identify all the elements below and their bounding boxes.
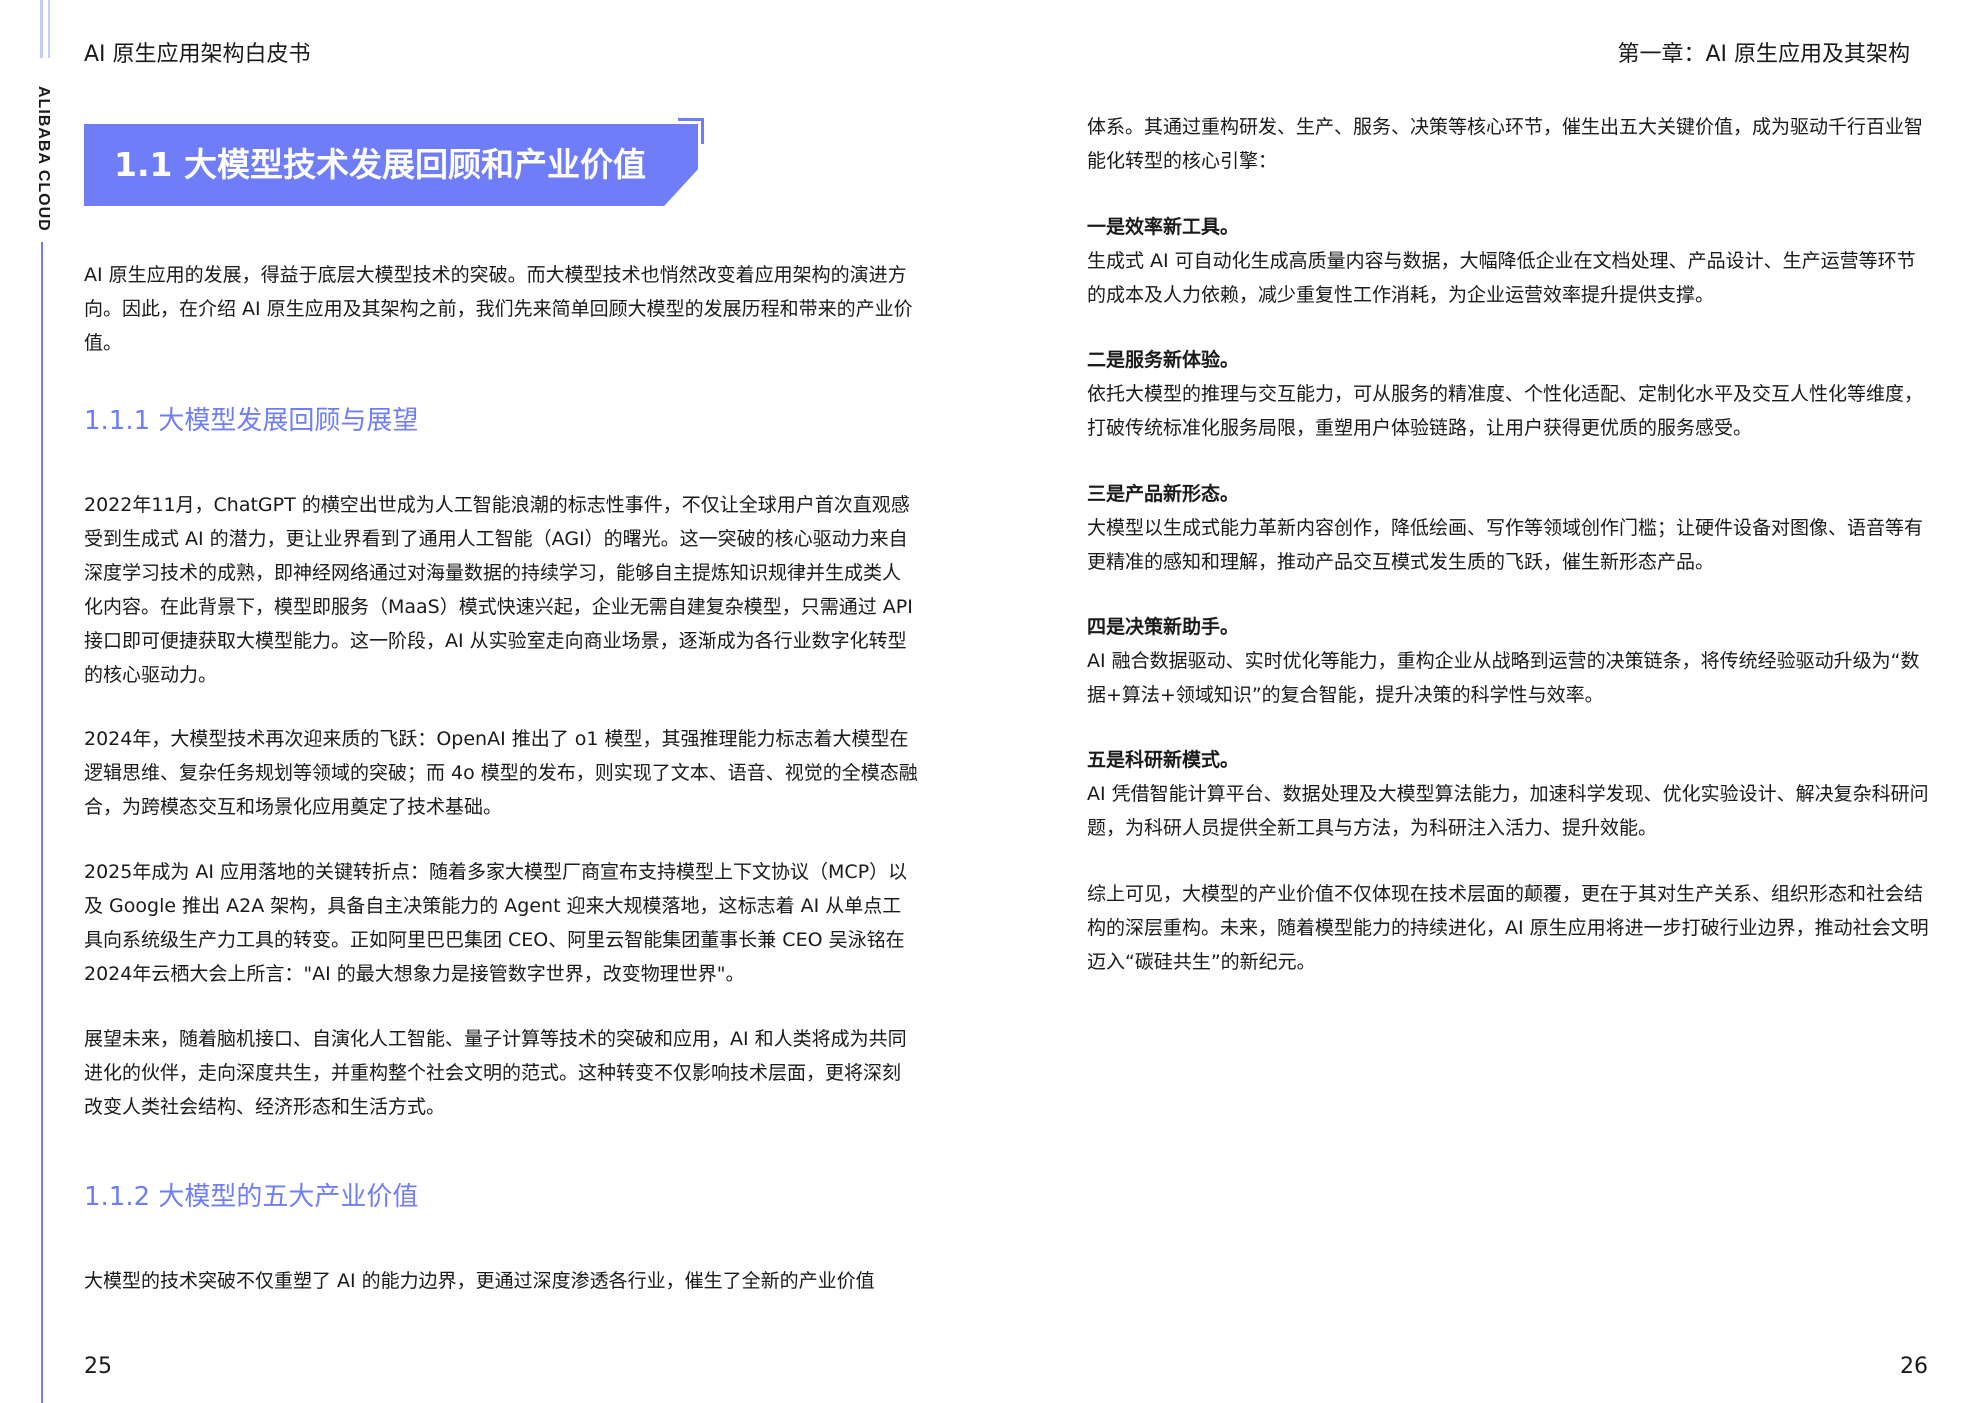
page-number-left: 25 — [84, 1354, 112, 1379]
value-heading: 四是决策新助手。 — [1087, 616, 1240, 638]
sub2-intro: 大模型的技术突破不仅重塑了 AI 的能力边界，更通过深度渗透各行业，催生了全新的… — [84, 1270, 875, 1292]
section-intro: AI 原生应用的发展，得益于底层大模型技术的突破。而大模型技术也悄然改变着应用架… — [84, 264, 913, 354]
value-body: 大模型以生成式能力革新内容创作，降低绘画、写作等领域创作门槛；让硬件设备对图像、… — [1087, 517, 1924, 573]
value-heading: 三是产品新形态。 — [1087, 483, 1240, 505]
side-accent-line — [41, 242, 43, 1403]
sub1-paragraph-1: 2022年11月，ChatGPT 的横空出世成为人工智能浪潮的标志性事件，不仅让… — [84, 494, 913, 686]
side-accent-line-top-inner — [48, 0, 50, 58]
value-heading: 五是科研新模式。 — [1087, 749, 1240, 771]
page-number-right: 26 — [1900, 1354, 1928, 1379]
subsection-title-1: 1.1.1 大模型发展回顾与展望 — [84, 406, 419, 436]
sub1-paragraph-3: 2025年成为 AI 应用落地的关键转折点：随着多家大模型厂商宣布支持模型上下文… — [84, 861, 908, 985]
subsection-title-2: 1.1.2 大模型的五大产业价值 — [84, 1182, 419, 1212]
value-body: AI 凭借智能计算平台、数据处理及大模型算法能力，加速科学发现、优化实验设计、解… — [1087, 783, 1929, 839]
conclusion-paragraph: 综上可见，大模型的产业价值不仅体现在技术层面的颠覆，更在于其对生产关系、组织形态… — [1087, 883, 1929, 973]
value-item: 四是决策新助手。 AI 融合数据驱动、实时优化等能力，重构企业从战略到运营的决策… — [1087, 610, 1932, 712]
value-body: 依托大模型的推理与交互能力，可从服务的精准度、个性化适配、定制化水平及交互人性化… — [1087, 383, 1924, 439]
sub1-paragraph-4: 展望未来，随着脑机接口、自演化人工智能、量子计算等技术的突破和应用，AI 和人类… — [84, 1028, 907, 1118]
value-item: 三是产品新形态。 大模型以生成式能力革新内容创作，降低绘画、写作等领域创作门槛；… — [1087, 477, 1932, 579]
side-accent-line-top — [40, 0, 43, 58]
value-heading: 二是服务新体验。 — [1087, 349, 1240, 371]
value-item: 二是服务新体验。 依托大模型的推理与交互能力，可从服务的精准度、个性化适配、定制… — [1087, 343, 1932, 445]
value-item: 五是科研新模式。 AI 凭借智能计算平台、数据处理及大模型算法能力，加速科学发现… — [1087, 743, 1932, 845]
value-item: 一是效率新工具。 生成式 AI 可自动化生成高质量内容与数据，大幅降低企业在文档… — [1087, 210, 1932, 312]
section-banner: 1.1 大模型技术发展回顾和产业价值 — [84, 118, 704, 208]
section-title: 1.1 大模型技术发展回顾和产业价值 — [84, 124, 698, 206]
sub1-paragraph-2: 2024年，大模型技术再次迎来质的飞跃：OpenAI 推出了 o1 模型，其强推… — [84, 728, 918, 818]
banner-corner-decoration — [678, 118, 704, 144]
header-chapter-title: 第一章：AI 原生应用及其架构 — [1617, 42, 1910, 67]
value-heading: 一是效率新工具。 — [1087, 216, 1240, 238]
value-body: 生成式 AI 可自动化生成高质量内容与数据，大幅降低企业在文档处理、产品设计、生… — [1087, 250, 1916, 306]
header-document-title: AI 原生应用架构白皮书 — [84, 42, 311, 67]
right-lead-paragraph: 体系。其通过重构研发、生产、服务、决策等核心环节，催生出五大关键价值，成为驱动千… — [1087, 116, 1924, 172]
value-body: AI 融合数据驱动、实时优化等能力，重构企业从战略到运营的决策链条，将传统经验驱… — [1087, 650, 1920, 706]
side-brand-label: ALIBABA CLOUD — [35, 86, 52, 232]
